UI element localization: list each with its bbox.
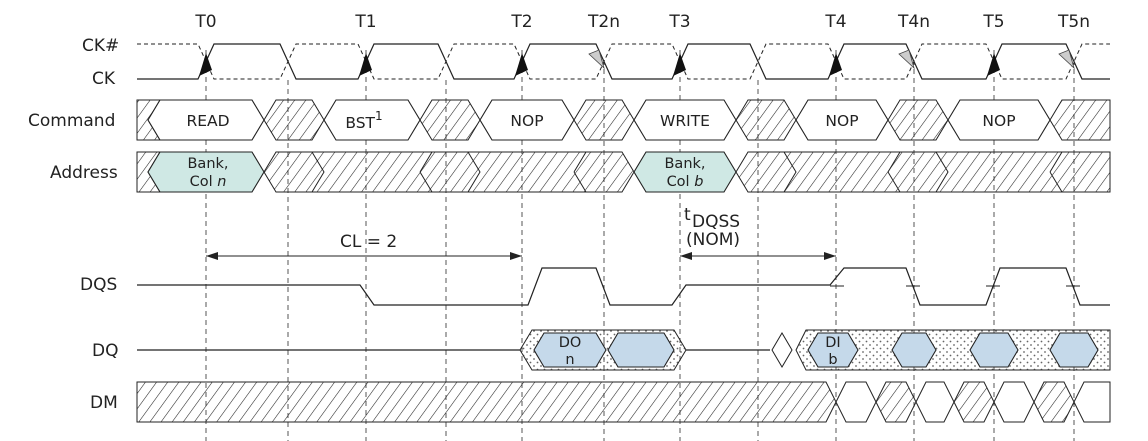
clock-edge-markers (199, 49, 1075, 76)
ck-bar-waveform (137, 43, 1110, 80)
time-label-t2n: T2n (587, 12, 620, 32)
edge-arrow-t2n (588, 49, 605, 70)
dqs-waveform (137, 267, 1110, 306)
time-label-t3: T3 (668, 12, 690, 32)
signal-label-dqs: DQS (80, 275, 117, 295)
address-read-line1: Bank, (187, 156, 228, 172)
edge-arrow-t0 (199, 53, 212, 76)
signal-label-ck: CK (92, 69, 116, 89)
command-dontcare-end (1049, 99, 1111, 141)
time-label-t0: T0 (194, 12, 216, 32)
address-write-line2: Col b (667, 174, 704, 190)
dm-dontcare-2 (953, 381, 995, 423)
cl-label: CL = 2 (340, 232, 397, 252)
dq-di-cell-3 (969, 332, 1019, 368)
signal-label-address: Address (50, 163, 118, 183)
dq-write-burst-background (795, 329, 1111, 371)
command-nop-label-3: NOP (982, 112, 1015, 130)
dq-do-cell (533, 332, 607, 368)
signal-labels: CK# CK Command Address DQS DQ DM (28, 36, 119, 413)
dq-do-cell-2 (607, 332, 675, 368)
dq-di-cell-1 (807, 332, 859, 368)
tdqss-nom-label: (NOM) (686, 230, 740, 250)
tdqss-label: DQSS (692, 212, 740, 232)
signal-label-dq: DQ (92, 341, 118, 361)
tdqss-prefix: t (684, 205, 691, 225)
dq-do-line2: n (565, 352, 574, 368)
command-nop-label-2: NOP (825, 112, 858, 130)
time-label-t4n: T4n (897, 12, 930, 32)
command-dontcare-2 (419, 99, 481, 141)
address-dontcare-end (735, 151, 1111, 193)
address-read-cell (147, 151, 265, 193)
command-nop-label-1: NOP (510, 112, 543, 130)
dq-bus: DO n DI b (137, 329, 1111, 371)
command-bst-label: BST1 (345, 109, 382, 132)
dm-valid-2 (915, 381, 955, 423)
dm-dontcare-3 (1033, 381, 1075, 423)
cl-annotation: CL = 2 (206, 232, 522, 260)
dm-bus (136, 381, 1111, 423)
command-bus: READ BST1 NOP WRITE NOP NOP (136, 99, 1111, 141)
address-write-line1: Bank, (664, 156, 705, 172)
edge-arrow-t5 (987, 53, 1000, 76)
dq-di-cell-2 (891, 332, 937, 368)
ck-waveform (137, 43, 1110, 80)
dq-do-line1: DO (559, 335, 582, 351)
command-dontcare-5 (887, 99, 949, 141)
signal-label-dm: DM (90, 393, 118, 413)
dq-di-line1: DI (825, 335, 840, 351)
address-cell-separators (311, 151, 1063, 193)
dm-valid-4 (1073, 381, 1111, 423)
time-label-t4: T4 (824, 12, 846, 32)
dq-transition (771, 332, 793, 368)
dm-valid-1 (835, 381, 877, 423)
signal-label-command: Command (28, 111, 115, 131)
address-read-line2: Col n (190, 174, 227, 190)
edge-arrow-t5n (1058, 49, 1075, 70)
command-dontcare-4 (735, 99, 797, 141)
dm-valid-3 (993, 381, 1035, 423)
dm-dontcare-block (136, 381, 837, 423)
time-label-t1: T1 (354, 12, 376, 32)
command-dontcare-3 (573, 99, 635, 141)
dq-di-cell-4 (1049, 332, 1099, 368)
address-dontcare-mid (263, 151, 635, 193)
command-read-label: READ (186, 112, 229, 130)
command-write-label: WRITE (660, 112, 710, 130)
command-read-cell (147, 99, 265, 141)
edge-arrow-t4 (829, 53, 842, 76)
time-labels: T0 T1 T2 T2n T3 T4 T4n T5 T5n (194, 12, 1090, 32)
edge-arrow-t1 (359, 53, 372, 76)
time-label-t5: T5 (982, 12, 1004, 32)
dq-di-line2: b (828, 352, 837, 368)
edge-arrow-t3 (673, 53, 686, 76)
command-dontcare-1 (263, 99, 325, 141)
dm-dontcare-1 (875, 381, 917, 423)
address-bus: Bank, Col n Bank, Col b (136, 151, 1111, 193)
time-label-t5n: T5n (1057, 12, 1090, 32)
signal-label-ck-bar: CK# (82, 36, 119, 56)
edge-arrow-t4n (898, 49, 915, 70)
tdqss-annotation: t DQSS (NOM) (680, 205, 836, 260)
time-label-t2: T2 (510, 12, 532, 32)
edge-arrow-t2 (515, 53, 528, 76)
